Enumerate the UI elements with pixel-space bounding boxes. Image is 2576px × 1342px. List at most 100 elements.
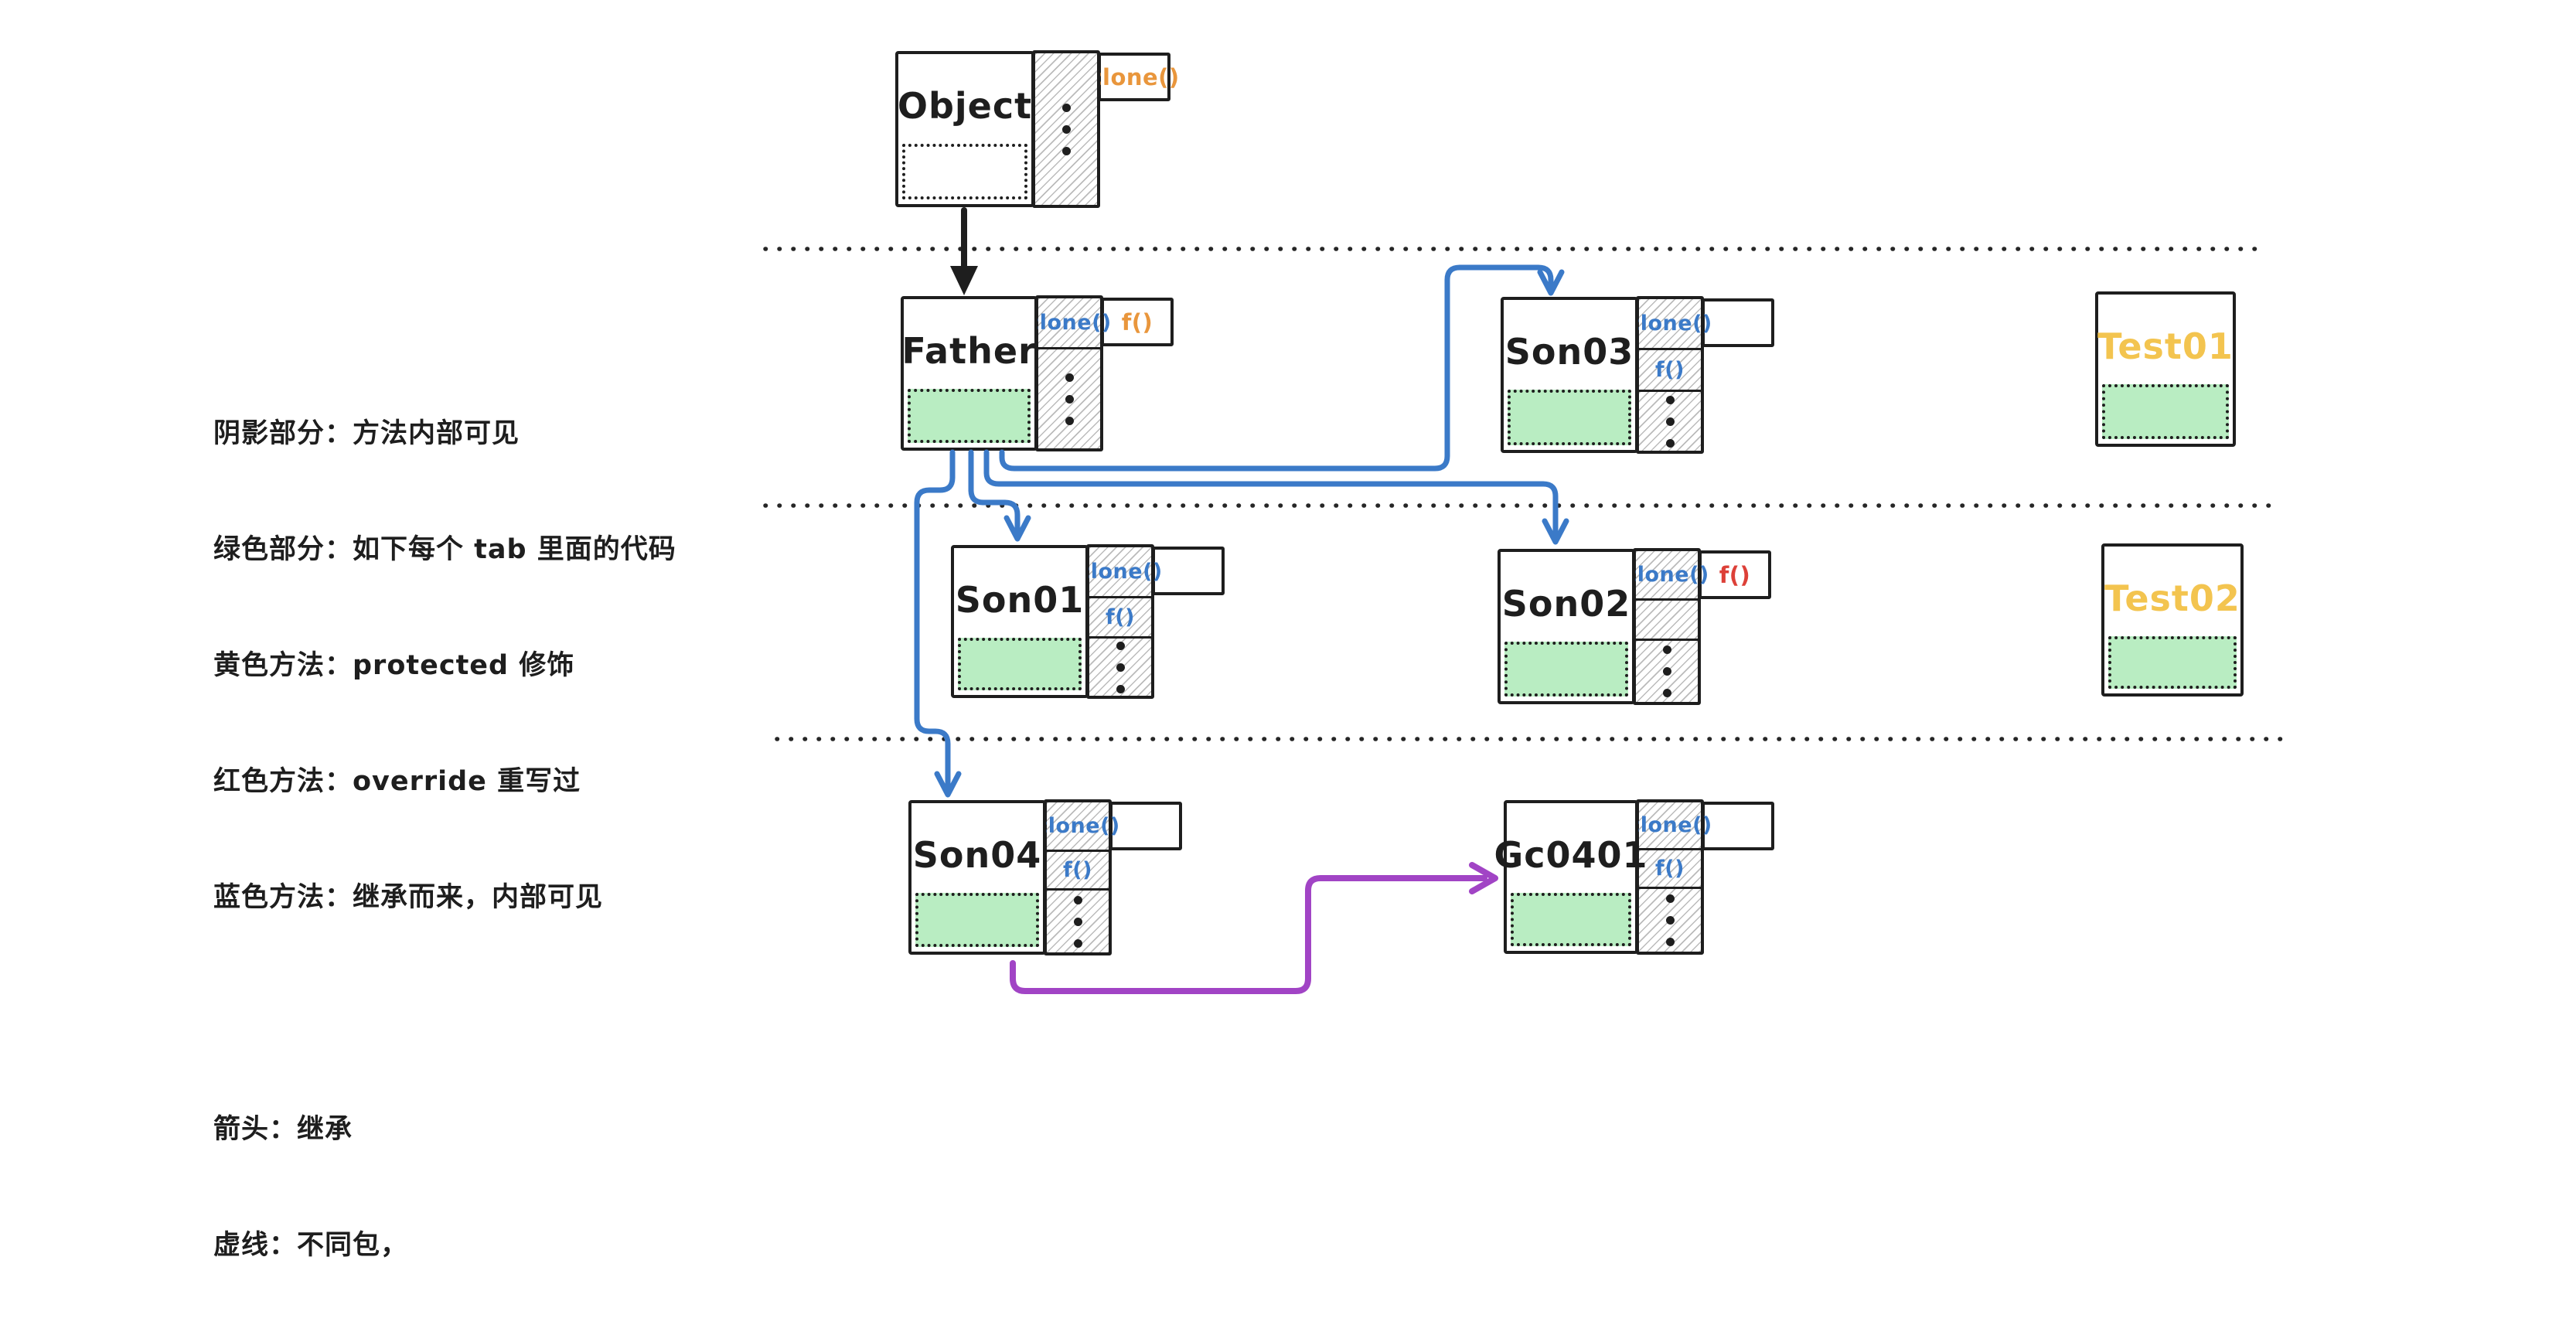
son01-clone-method: clone(): [1078, 547, 1162, 598]
note-blue: 蓝色方法：继承而来，内部可见: [213, 882, 604, 913]
class-box-son03: clone()f()Son03: [1501, 296, 1774, 454]
class-box-object: clone() Object: [895, 50, 1179, 208]
note-yellow: 黄色方法：protected 修饰: [213, 650, 575, 681]
test01-main-rect: Test01: [2095, 291, 2236, 447]
diagram-canvas: 阴影部分：方法内部可见 绿色部分：如下每个 tab 里面的代码 黄色方法：pro…: [213, 50, 2283, 1261]
test01-code-section: [2102, 384, 2229, 439]
object-ellipsis-dots: [1035, 53, 1097, 205]
dot: [1116, 641, 1125, 650]
object-main-rect: Object: [895, 51, 1034, 207]
father-attached-method: f(): [1101, 298, 1174, 346]
note-dotted: 虚线：不同包，: [213, 1230, 409, 1261]
son01-f-method: f(): [1089, 598, 1151, 639]
dot: [1665, 395, 1675, 404]
son03-f-method: f(): [1639, 350, 1701, 392]
note-green: 绿色部分：如下每个 tab 里面的代码: [213, 534, 676, 565]
son04-attached-method: [1109, 802, 1182, 850]
class-box-son02: f()clone()Son02: [1498, 548, 1771, 705]
dot: [1065, 394, 1074, 404]
arrow-father-to-son02-head: [1542, 518, 1569, 545]
son03-clone-method: clone(): [1627, 299, 1712, 350]
dot: [1665, 438, 1675, 448]
object-attached-method: clone(): [1089, 53, 1179, 101]
test02-title: Test02: [2104, 577, 2240, 619]
son01-main-rect: Son01: [951, 545, 1089, 698]
son02-attached-method: f(): [1699, 550, 1771, 599]
gc0401-f-method: f(): [1639, 850, 1701, 889]
dot: [1116, 662, 1125, 672]
dot: [1061, 103, 1071, 112]
arrow-father-to-son01: [968, 449, 1021, 533]
object-empty-section: [902, 144, 1027, 199]
dot: [1662, 667, 1671, 676]
son02-visibility-column: clone(): [1624, 548, 1709, 705]
dot: [1061, 124, 1071, 134]
gc0401-visibility-column: clone()f(): [1627, 799, 1712, 955]
arrow-father-to-son01-head: [1003, 515, 1031, 542]
son04-title: Son04: [912, 834, 1042, 876]
dot: [1662, 645, 1671, 654]
son03-attached-method: [1702, 298, 1774, 347]
dot: [1073, 917, 1082, 926]
arrow-father-to-son02: [983, 449, 1559, 536]
father-clone-method: clone(): [1027, 298, 1111, 349]
son02-empty-cell: [1636, 601, 1698, 641]
father-code-section: [908, 389, 1031, 443]
son02-title: Son02: [1501, 583, 1631, 625]
class-box-test01: Test01: [2095, 291, 2236, 447]
arrow-object-to-father-head: [950, 266, 978, 295]
son02-code-section: [1504, 642, 1628, 697]
son04-ellipsis-dots: [1047, 891, 1109, 952]
dot: [1665, 417, 1675, 426]
gc0401-ellipsis-dots: [1639, 889, 1701, 952]
arrow-father-to-son03-head: [1537, 269, 1565, 296]
son03-main-rect: Son03: [1501, 297, 1638, 453]
note-shaded: 阴影部分：方法内部可见: [213, 418, 520, 449]
gc0401-attached-method: [1702, 802, 1774, 850]
son04-main-rect: Son04: [908, 800, 1046, 955]
son01-ellipsis-dots: [1089, 639, 1151, 696]
dot: [1065, 416, 1074, 425]
father-visibility-column: clone(): [1027, 295, 1111, 451]
class-box-test02: Test02: [2101, 543, 2244, 697]
dot: [1662, 689, 1671, 697]
son01-code-section: [958, 638, 1082, 690]
son02-main-rect: Son02: [1498, 549, 1635, 704]
class-box-son01: clone()f()Son01: [951, 544, 1225, 699]
son03-visibility-column: clone()f(): [1627, 296, 1712, 454]
dot: [1116, 684, 1125, 693]
son04-code-section: [915, 893, 1039, 947]
dot: [1065, 373, 1074, 382]
arrow-father-to-son04: [914, 449, 956, 790]
dot: [1073, 895, 1082, 904]
dot: [1061, 146, 1071, 155]
son04-f-method: f(): [1047, 852, 1109, 891]
note-red: 红色方法：override 重写过: [213, 766, 581, 797]
son01-title: Son01: [955, 579, 1085, 621]
legend-notes: 阴影部分：方法内部可见 绿色部分：如下每个 tab 里面的代码 黄色方法：pro…: [213, 337, 676, 1342]
gc0401-title: Gc0401: [1494, 834, 1648, 876]
class-box-gc0401: clone()f()Gc0401: [1494, 799, 1774, 955]
test02-main-rect: Test02: [2101, 543, 2244, 697]
class-box-son04: clone()f()Son04: [908, 799, 1182, 955]
test01-title: Test01: [2097, 325, 2234, 367]
class-box-father: f()clone()Father: [901, 295, 1174, 451]
object-visibility-column: [1032, 50, 1100, 208]
dot: [1073, 938, 1082, 948]
gc0401-clone-method: clone(): [1627, 802, 1712, 850]
dot: [1665, 894, 1675, 903]
son02-clone-method: clone(): [1624, 551, 1709, 601]
dot: [1665, 916, 1675, 925]
son03-ellipsis-dots: [1639, 392, 1701, 451]
son01-attached-method: [1152, 547, 1225, 595]
father-ellipsis-dots: [1038, 349, 1100, 448]
son01-visibility-column: clone()f(): [1078, 544, 1162, 699]
son03-title: Son03: [1504, 331, 1634, 373]
son04-clone-method: clone(): [1035, 802, 1119, 852]
gc0401-code-section: [1511, 893, 1631, 946]
son02-ellipsis-dots: [1636, 641, 1698, 702]
test02-code-section: [2108, 636, 2237, 689]
son03-code-section: [1508, 390, 1631, 445]
dot: [1665, 938, 1675, 946]
arrow-son04-to-gc0401-head: [1469, 862, 1498, 894]
